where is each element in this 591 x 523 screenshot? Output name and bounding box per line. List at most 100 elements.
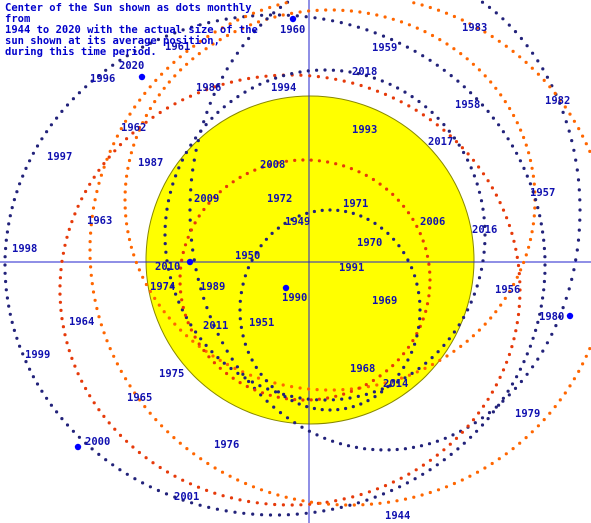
path-dot <box>553 91 557 95</box>
path-dot <box>381 34 386 38</box>
path-dot <box>454 140 459 144</box>
path-dot <box>133 477 137 481</box>
path-dot <box>173 74 177 78</box>
path-dot <box>188 218 192 222</box>
path-dot <box>123 206 127 210</box>
path-dot <box>312 209 316 214</box>
path-dot <box>421 472 425 476</box>
path-dot <box>189 143 193 147</box>
path-dot <box>530 430 534 434</box>
path-dot <box>414 468 418 472</box>
path-dot <box>199 337 203 341</box>
year-label-1959: 1959 <box>372 42 397 54</box>
path-dot <box>494 310 498 314</box>
path-dot <box>536 206 540 210</box>
path-dot <box>97 315 101 319</box>
path-dot <box>391 480 395 484</box>
path-dot <box>4 279 8 284</box>
year-label-2006: 2006 <box>420 216 445 228</box>
path-dot <box>70 220 74 224</box>
path-dot <box>189 228 193 232</box>
path-dot <box>238 78 242 82</box>
path-dot <box>298 10 302 14</box>
path-dot <box>459 52 463 56</box>
year-label-1987: 1987 <box>138 157 163 169</box>
path-dot <box>531 190 535 194</box>
path-dot <box>399 20 404 24</box>
path-dot <box>452 47 456 51</box>
path-dot <box>415 332 419 336</box>
path-dot <box>336 408 340 412</box>
path-dot <box>180 308 184 312</box>
path-dot <box>359 214 363 218</box>
path-dot <box>251 485 256 489</box>
path-dot <box>80 379 84 383</box>
year-label-2009: 2009 <box>194 193 219 205</box>
path-dot <box>89 231 93 235</box>
year-label-1969: 1969 <box>372 295 397 307</box>
path-dot <box>290 11 294 15</box>
path-dot <box>166 66 170 70</box>
path-dot <box>530 66 534 70</box>
path-dot <box>391 364 395 368</box>
path-dot <box>577 127 581 131</box>
path-dot <box>197 342 201 346</box>
path-dot <box>550 332 554 336</box>
path-dot <box>378 374 382 378</box>
path-dot <box>534 328 538 332</box>
path-dot <box>322 17 326 21</box>
path-dot <box>388 82 392 86</box>
path-dot <box>518 296 522 300</box>
path-dot <box>251 11 256 15</box>
path-dot <box>125 439 129 443</box>
path-dot <box>342 164 346 168</box>
path-dot <box>256 376 261 380</box>
path-dot <box>141 481 145 485</box>
path-dot <box>306 69 310 73</box>
path-dot <box>411 339 415 343</box>
path-dot <box>415 224 419 228</box>
path-dot <box>570 139 574 143</box>
path-dot <box>507 352 511 357</box>
path-dot <box>243 376 247 380</box>
path-dot <box>525 174 529 178</box>
path-dot <box>403 376 407 380</box>
path-dot <box>253 168 257 172</box>
path-dot <box>483 242 487 246</box>
path-dot <box>477 165 481 169</box>
path-dot <box>542 78 546 82</box>
path-dot <box>578 198 582 202</box>
path-dot <box>105 339 109 343</box>
path-dot <box>375 383 379 387</box>
path-dot <box>448 134 452 138</box>
path-dot <box>165 470 170 474</box>
path-dot <box>308 74 312 78</box>
path-dot <box>157 303 161 307</box>
path-dot <box>260 165 265 169</box>
path-dot <box>381 492 386 496</box>
path-dot <box>189 238 194 242</box>
path-dot <box>346 444 351 448</box>
path-dot <box>102 162 106 166</box>
path-dot <box>231 376 235 380</box>
path-dot <box>60 417 64 421</box>
path-dot <box>398 41 402 45</box>
path-dot <box>499 303 503 307</box>
path-dot <box>435 463 439 467</box>
path-dot <box>158 110 162 115</box>
path-dot <box>525 372 529 376</box>
path-dot <box>126 230 130 234</box>
path-dot <box>481 404 486 408</box>
path-dot <box>548 85 552 89</box>
path-dot <box>241 282 245 286</box>
path-dot <box>133 49 137 53</box>
path-dot <box>125 174 129 178</box>
path-dot <box>8 312 12 316</box>
path-dot <box>395 499 399 503</box>
path-dot <box>325 76 329 80</box>
path-dot <box>428 458 432 462</box>
path-dot <box>210 116 214 120</box>
path-dot <box>298 70 302 74</box>
path-dot <box>402 365 406 369</box>
path-dot <box>242 511 246 515</box>
